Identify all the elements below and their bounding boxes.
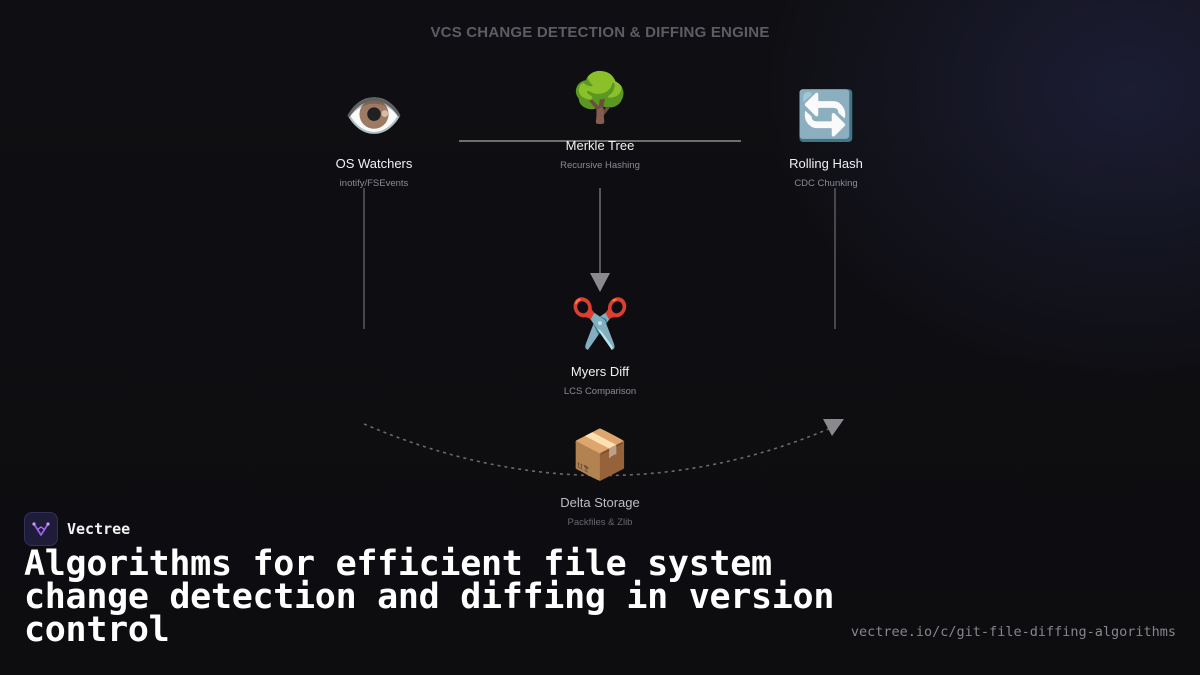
brand-name: Vectree [67, 520, 131, 538]
node-myers-diff: ✂️ Myers Diff LCS Comparison [500, 296, 700, 397]
node-subtitle: Packfiles & Zlib [567, 517, 633, 528]
package-icon: 📦 [570, 427, 630, 483]
arrowhead-merkle-diff [590, 273, 610, 292]
node-subtitle: Recursive Hashing [560, 160, 640, 171]
diagram-title: VCS CHANGE DETECTION & DIFFING ENGINE [430, 24, 770, 41]
vectree-logo-icon [24, 512, 58, 546]
node-delta-storage: 📦 Delta Storage Packfiles & Zlib [500, 427, 700, 528]
tree-icon: 🌳 [570, 70, 630, 126]
node-subtitle: CDC Chunking [794, 178, 858, 189]
node-label: Rolling Hash [789, 156, 863, 171]
node-label: Myers Diff [570, 364, 630, 379]
refresh-icon: 🔄 [796, 88, 856, 144]
node-rolling-hash: 🔄 Rolling Hash CDC Chunking [726, 88, 926, 189]
brand[interactable]: Vectree [24, 512, 130, 546]
page-url[interactable]: vectree.io/c/git-file-diffing-algorithms [850, 624, 1176, 640]
node-subtitle: inotify/FSEvents [339, 178, 409, 189]
arrowhead-dashed-curve [823, 419, 844, 436]
node-label: OS Watchers [335, 156, 413, 171]
node-subtitle: LCS Comparison [563, 386, 637, 397]
scissors-icon: ✂️ [570, 296, 630, 352]
node-label: Merkle Tree [565, 138, 635, 153]
page-headline: Algorithms for efficient file system cha… [24, 544, 835, 650]
eye-icon: 👁️ [344, 88, 404, 144]
node-merkle-tree: 🌳 Merkle Tree Recursive Hashing [500, 70, 700, 171]
node-label: Delta Storage [560, 495, 640, 510]
node-os-watchers: 👁️ OS Watchers inotify/FSEvents [274, 88, 474, 189]
